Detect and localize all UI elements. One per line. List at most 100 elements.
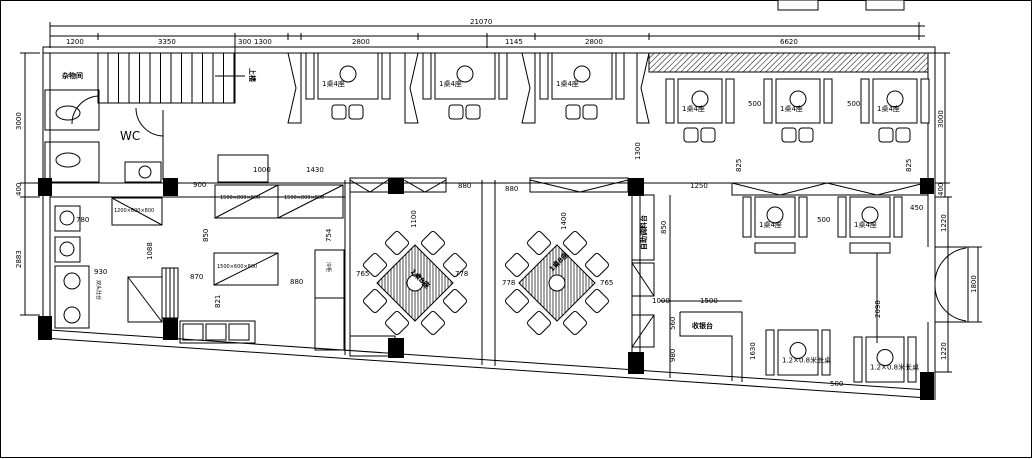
bench	[381, 52, 391, 100]
front-dim: 2098	[874, 300, 882, 318]
booth-label: 1桌4座	[439, 79, 462, 88]
bench	[821, 329, 831, 376]
dim-top: 1145	[505, 38, 523, 46]
table-center	[573, 65, 591, 83]
chair	[505, 253, 529, 277]
kitchen-dim: 870	[190, 273, 203, 281]
bench	[823, 78, 833, 124]
chair	[582, 104, 598, 120]
hatched-wall-panel	[648, 52, 929, 73]
structural-columns	[38, 178, 934, 400]
chair	[527, 311, 551, 335]
bench	[725, 78, 735, 124]
chair	[363, 289, 387, 313]
dim-top: 300	[238, 38, 251, 46]
booth-table	[754, 196, 796, 238]
bench	[837, 196, 847, 238]
fridge-label: 冷柜	[325, 262, 332, 272]
booth-label: 1桌4座	[322, 79, 345, 88]
front-dim: 1630	[749, 342, 757, 360]
kitchen-dim: 1088	[146, 242, 154, 260]
dim-right: 400	[937, 183, 945, 196]
counter-label: 1500×800×800	[220, 195, 260, 201]
dining-dim: 1300	[634, 142, 642, 160]
front-dim: 825	[735, 159, 743, 172]
counter-label: 1500×800×800	[284, 195, 324, 201]
front-dim: 500	[830, 380, 843, 388]
chair	[385, 311, 409, 335]
chair	[465, 104, 481, 120]
table-center	[876, 349, 894, 366]
chair	[331, 104, 347, 120]
booth-label: 1.2×0.8米长桌	[782, 356, 831, 365]
dining-dim: 880	[458, 182, 471, 190]
table-center	[766, 206, 784, 224]
front-dim: 500	[847, 100, 860, 108]
chair	[798, 127, 814, 143]
table-center	[406, 274, 424, 292]
stairs-up-label: 上楼	[248, 68, 257, 82]
bench	[798, 196, 808, 238]
front-dim: 1250	[690, 182, 708, 190]
kitchen-dim: 780	[76, 216, 89, 224]
bench	[920, 78, 930, 124]
chair	[363, 253, 387, 277]
bench	[860, 78, 870, 124]
bench	[907, 336, 917, 383]
dim-right: 1220	[940, 342, 948, 360]
chair	[700, 127, 716, 143]
storage-room-label: 杂物间	[62, 71, 83, 80]
entrance-door[interactable]	[934, 246, 969, 323]
booth-label: 1桌4座	[682, 104, 705, 113]
chair	[563, 311, 587, 335]
chair	[563, 231, 587, 255]
bench	[853, 336, 863, 383]
chair	[527, 231, 551, 255]
bench	[615, 52, 625, 100]
bench	[422, 52, 432, 100]
chair	[585, 253, 609, 277]
front-dim: 500	[817, 216, 830, 224]
dining-dim: 880	[505, 185, 518, 193]
dim-top: 1300	[254, 38, 272, 46]
bench	[305, 52, 315, 100]
top-dimensions	[49, 22, 925, 80]
bench	[665, 78, 675, 124]
counter-label: 1200×600×800	[114, 208, 154, 214]
table-center	[548, 274, 566, 292]
dining-dim: 1400	[560, 212, 568, 230]
kitchen-dim: 1430	[306, 166, 324, 174]
kitchen-dim: 754	[325, 228, 333, 242]
dim-top: 3350	[158, 38, 176, 46]
kitchen	[54, 154, 345, 351]
booth-label: 1桌4座	[780, 104, 803, 113]
bench	[763, 78, 773, 124]
cashier-counter[interactable]	[679, 311, 743, 382]
kitchen-dim: 821	[214, 295, 222, 308]
kitchen-dim: 930	[94, 268, 107, 276]
kitchen-dim: 1000	[253, 166, 271, 174]
front-dim: 450	[910, 204, 923, 212]
front-dim: 825	[905, 159, 913, 172]
dim-right: 1800	[970, 275, 978, 293]
chair	[348, 104, 364, 120]
front-dim-lines	[660, 195, 878, 378]
dining-dim: 778	[455, 270, 468, 278]
bench	[539, 52, 549, 100]
table-center	[691, 90, 709, 108]
front-dim: 850	[660, 221, 668, 234]
table-center	[886, 90, 904, 108]
chair	[878, 127, 894, 143]
dim-top: 6620	[780, 38, 798, 46]
chair	[505, 289, 529, 313]
dim-top: 2800	[352, 38, 370, 46]
chair	[585, 289, 609, 313]
booth-label: 1桌4座	[556, 79, 579, 88]
chair	[385, 231, 409, 255]
chair	[421, 311, 445, 335]
bench	[777, 0, 819, 11]
table-center	[339, 65, 357, 83]
dining-dim: 765	[600, 279, 613, 287]
